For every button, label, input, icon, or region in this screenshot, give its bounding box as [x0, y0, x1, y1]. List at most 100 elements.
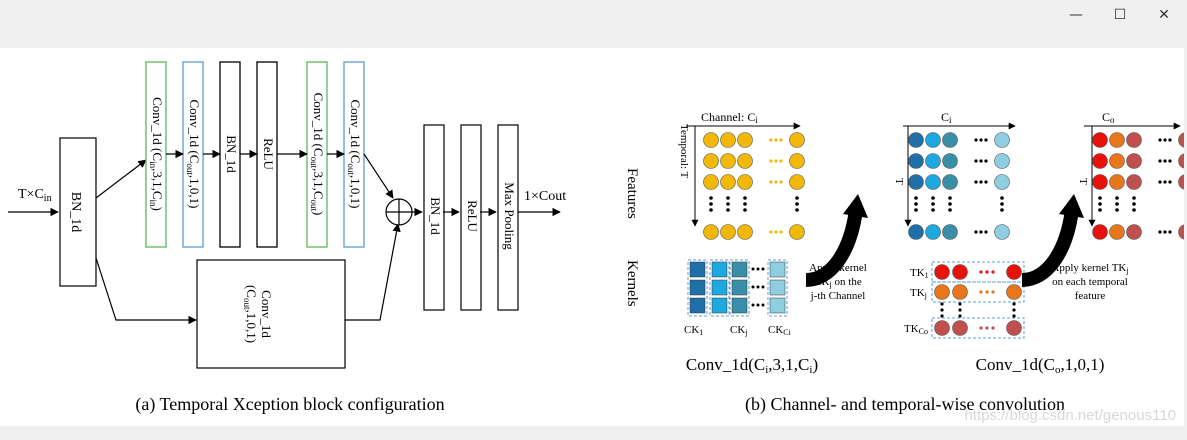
apply-text-2-main: feature [1075, 290, 1106, 302]
tk-kernel-frame [931, 281, 1025, 303]
feature-channelwise-dot [925, 132, 941, 148]
top-branch-label-part: ,1,0,1) [187, 175, 202, 209]
feature-output-dot [1109, 132, 1125, 148]
feature-output-dot [1126, 132, 1142, 148]
feature-channelwise-dot [994, 224, 1010, 240]
feature-input-vdot [709, 202, 713, 206]
feature-input-dot [720, 224, 736, 240]
feature-grid-input [703, 132, 805, 240]
feature-output-dot [1178, 174, 1187, 190]
feature-channelwise-dot [925, 224, 941, 240]
feature-channelwise-hdot [979, 180, 983, 184]
tk-label-main: TK [910, 267, 925, 279]
apply-text-2-main: Apply kernel TK [1051, 262, 1126, 274]
bn-main-block [59, 137, 97, 287]
post-block-label: BN_1d [428, 197, 443, 235]
ck-kernel-cell [689, 297, 706, 314]
ck-kernel-frame [709, 259, 730, 317]
ck-kernel-cell [769, 261, 786, 278]
feature-grid-output [1092, 132, 1187, 240]
feature-output-hdot [1158, 230, 1162, 234]
top-branch-label-part: in [148, 161, 158, 169]
ck-kernel-cell [769, 279, 786, 296]
feature-input-dot [737, 132, 753, 148]
maximize-button[interactable]: ☐ [1097, 0, 1143, 30]
apply-text-2-line: on each temporal [1052, 276, 1128, 288]
feature-input-dot [703, 132, 719, 148]
feature-output-hdot [1168, 180, 1172, 184]
feature-input-vdot [726, 202, 730, 206]
tk-vdot [958, 302, 962, 306]
feature-output-dot [1126, 153, 1142, 169]
feature-output-dot [1178, 132, 1187, 148]
co-label: Co [1102, 110, 1115, 125]
apply-arrow-1-head-icon [843, 194, 868, 218]
top-branch-label: Conv_1d (Cin,3,1,Cin) [148, 97, 165, 211]
feature-input-vdot [743, 196, 747, 200]
feature-input-dot [703, 224, 719, 240]
top-branch-label-part: ,1,0,1) [348, 175, 363, 209]
top-branch-label-part: ReLU [261, 138, 276, 170]
ck-kernel-cell [711, 297, 728, 314]
watermark: https://blog.csdn.net/genous110 [964, 407, 1176, 424]
feature-output-hdot [1163, 138, 1167, 142]
tk-hdot [979, 270, 983, 274]
ck-hdot [761, 285, 765, 289]
close-button[interactable]: ✕ [1141, 0, 1187, 30]
feature-channelwise-vdot [931, 202, 935, 206]
feature-input-dot [737, 153, 753, 169]
post-block [423, 124, 445, 311]
tk-vdot [940, 302, 944, 306]
feature-channelwise-vdot [931, 208, 935, 212]
feature-input-hdot [774, 159, 778, 163]
ck-kernel-frame [767, 259, 788, 317]
feature-output-vdot [1132, 196, 1136, 200]
ck-kernel-frame [729, 259, 750, 317]
feature-channelwise-vdot [1000, 196, 1004, 200]
kernel-grid-channel [687, 259, 788, 317]
feature-output-hdot [1163, 180, 1167, 184]
feature-channelwise-hdot [984, 180, 988, 184]
ck-kernel-cell [731, 261, 748, 278]
tk-kernel-dot [952, 284, 968, 300]
feature-input-hdot [769, 230, 773, 234]
minimize-button[interactable]: — [1053, 0, 1099, 30]
top-branch-label: Conv_1d (Cout,3,1,Cout) [309, 93, 326, 216]
top-branch-label: BN_1d [224, 135, 239, 173]
caption-a: (a) Temporal Xception block configuratio… [135, 394, 444, 415]
feature-input-dot [703, 153, 719, 169]
feature-output-hdot [1163, 159, 1167, 163]
tk-hdot [979, 326, 983, 330]
top-branch-label-part: out [346, 163, 356, 175]
feature-channelwise-hdot [979, 159, 983, 163]
tk-label: TKCo [904, 323, 928, 336]
feature-input-vdot [709, 208, 713, 212]
apply-arrow-1-icon [805, 208, 863, 287]
close-icon: ✕ [1158, 7, 1170, 23]
feature-input-dot [789, 153, 805, 169]
apply-text-1-line: Apply kernel [809, 262, 867, 274]
top-branch-label: Conv_1d (Cout,1,0,1) [346, 99, 363, 208]
feature-input-hdot [779, 159, 783, 163]
feature-output-hdot [1158, 180, 1162, 184]
tk-vdot [958, 314, 962, 318]
apply-text-1-main: j-th Channel [810, 290, 866, 302]
feature-channelwise-dot [925, 174, 941, 190]
feature-channelwise-hdot [984, 159, 988, 163]
feature-channelwise-dot [908, 224, 924, 240]
ck-label: CKj [730, 324, 748, 337]
feature-output-hdot [1168, 138, 1172, 142]
connector-to-sum-bottom [345, 223, 401, 321]
feature-channelwise-dot [994, 132, 1010, 148]
figure-canvas: T×Cin BN_1d Conv_1d (Cin,3,1,Cin)Conv_1d… [0, 48, 1187, 426]
branch-arrow-top [95, 159, 147, 199]
feature-output-dot [1092, 132, 1108, 148]
feature-input-hdot [779, 230, 783, 234]
feature-channelwise-dot [908, 132, 924, 148]
feature-input-vdot [709, 196, 713, 200]
temporal-axis-label: Temporal: T [678, 124, 690, 179]
tk-kernel-dot [1006, 320, 1022, 336]
